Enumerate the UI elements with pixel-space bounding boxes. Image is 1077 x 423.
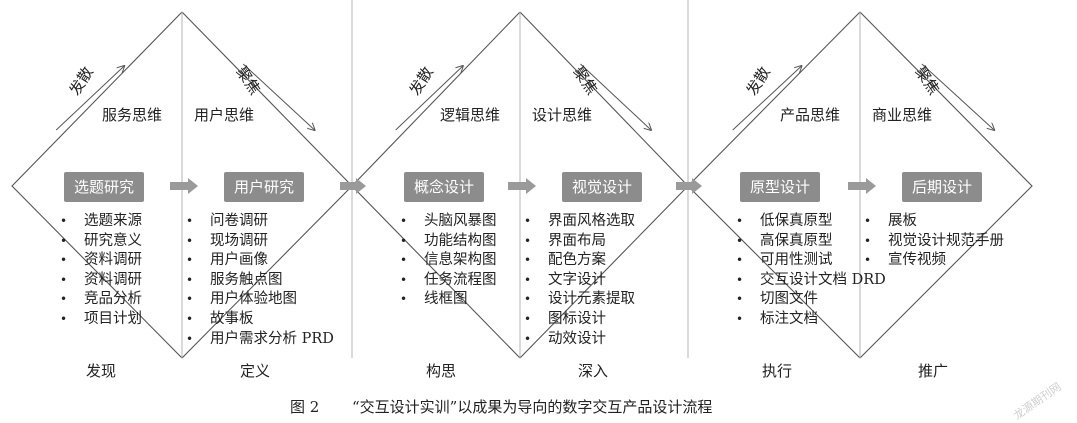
list-item: 可用性测试 xyxy=(736,251,886,271)
list-item: 信息架构图 xyxy=(400,251,497,271)
thinking-label-left: 服务思维 xyxy=(102,106,163,124)
list-item: 用户画像 xyxy=(186,251,334,271)
list-item: 资料调研 xyxy=(60,251,142,271)
list-item: 交互设计文档 DRD xyxy=(736,271,886,291)
phase-connector-arrow xyxy=(340,178,366,194)
diverge-arrow xyxy=(732,66,802,131)
thinking-label-left: 产品思维 xyxy=(780,106,841,124)
list-item: 低保真原型 xyxy=(736,212,886,232)
list-item: 标注文档 xyxy=(736,310,886,330)
step-box-right: 后期设计 xyxy=(902,172,983,202)
list-item: 资料调研 xyxy=(60,271,142,291)
list-item: 选题来源 xyxy=(60,212,142,232)
flow-arrow xyxy=(170,178,198,194)
stage-label-left: 发现 xyxy=(86,362,117,380)
list-item: 项目计划 xyxy=(60,310,142,330)
list-item: 任务流程图 xyxy=(400,271,497,291)
list-item: 服务触点图 xyxy=(186,271,334,291)
list-item: 头脑风暴图 xyxy=(400,212,497,232)
thinking-label-right: 设计思维 xyxy=(532,106,593,124)
task-list-left: 头脑风暴图功能结构图信息架构图任务流程图线框图 xyxy=(400,212,497,310)
step-box-left: 概念设计 xyxy=(404,172,485,202)
stage-label-right: 定义 xyxy=(240,362,271,380)
figure-number: 图 2 xyxy=(290,398,320,416)
diamond-right-half xyxy=(859,11,1033,359)
step-box-right: 视觉设计 xyxy=(562,172,643,202)
list-item: 宣传视频 xyxy=(864,251,1004,271)
thinking-label-left: 逻辑思维 xyxy=(440,106,501,124)
flow-arrow xyxy=(508,178,536,194)
list-item: 研究意义 xyxy=(60,232,142,252)
phase-connector-arrow xyxy=(676,178,702,194)
converge-arrow xyxy=(580,63,651,130)
list-item: 竞品分析 xyxy=(60,290,142,310)
diverge-arrow xyxy=(395,66,463,131)
stage-label-right: 深入 xyxy=(578,362,609,380)
task-list-right: 界面风格选取界面布局配色方案文字设计设计元素提取图标设计动效设计 xyxy=(524,212,635,349)
list-item: 界面风格选取 xyxy=(524,212,635,232)
list-item: 故事板 xyxy=(186,310,334,330)
list-item: 文字设计 xyxy=(524,271,635,291)
list-item: 用户需求分析 PRD xyxy=(186,330,334,350)
list-item: 切图文件 xyxy=(736,290,886,310)
thinking-label-right: 用户思维 xyxy=(194,106,255,124)
stage-label-left: 执行 xyxy=(762,362,793,380)
step-box-left: 选题研究 xyxy=(64,172,145,202)
step-box-left: 原型设计 xyxy=(740,172,821,202)
figure-caption: “交互设计实训”以成果为导向的数字交互产品设计流程 xyxy=(352,398,713,416)
list-item: 设计元素提取 xyxy=(524,290,635,310)
list-item: 视觉设计规范手册 xyxy=(864,232,1004,252)
step-box-right: 用户研究 xyxy=(224,172,305,202)
list-item: 展板 xyxy=(864,212,1004,232)
list-item: 问卷调研 xyxy=(186,212,334,232)
task-list-left: 低保真原型高保真原型可用性测试交互设计文档 DRD切图文件标注文档 xyxy=(736,212,886,330)
task-list-right: 问卷调研现场调研用户画像服务触点图用户体验地图故事板用户需求分析 PRD xyxy=(186,212,334,349)
flow-arrow xyxy=(848,178,876,194)
list-item: 用户体验地图 xyxy=(186,290,334,310)
converge-arrow xyxy=(242,63,314,130)
converge-arrow xyxy=(921,63,994,130)
diverge-arrow xyxy=(55,66,124,131)
stage-label-right: 推广 xyxy=(918,362,949,380)
list-item: 线框图 xyxy=(400,290,497,310)
list-item: 现场调研 xyxy=(186,232,334,252)
task-list-right: 展板视觉设计规范手册宣传视频 xyxy=(864,212,1004,271)
list-item: 动效设计 xyxy=(524,330,635,350)
stage-label-left: 构思 xyxy=(426,362,457,380)
list-item: 高保真原型 xyxy=(736,232,886,252)
task-list-left: 选题来源研究意义资料调研资料调研竞品分析项目计划 xyxy=(60,212,142,330)
list-item: 图标设计 xyxy=(524,310,635,330)
list-item: 界面布局 xyxy=(524,232,635,252)
list-item: 功能结构图 xyxy=(400,232,497,252)
thinking-label-right: 商业思维 xyxy=(872,106,933,124)
list-item: 配色方案 xyxy=(524,251,635,271)
